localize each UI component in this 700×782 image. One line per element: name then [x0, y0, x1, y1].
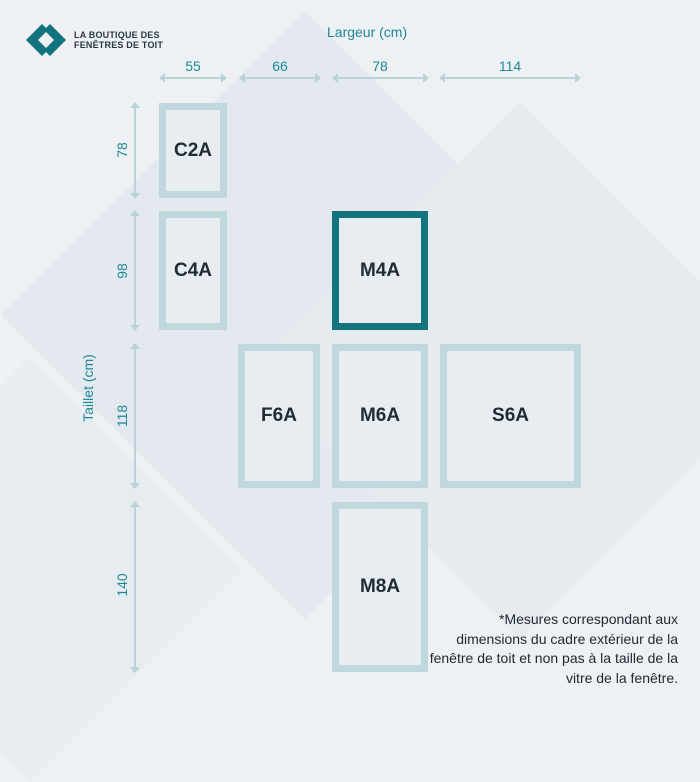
brand-logo[interactable]: LA BOUTIQUE DES FENÊTRES DE TOIT [24, 22, 163, 58]
width-arrow-78 [332, 73, 429, 83]
height-arrow-98 [130, 210, 140, 331]
window-m6a[interactable]: M6A [332, 344, 428, 488]
brand-line-2: FENÊTRES DE TOIT [74, 40, 164, 50]
height-arrow-118 [130, 343, 140, 489]
width-arrow-55 [159, 73, 227, 83]
width-arrow-66 [239, 73, 321, 83]
width-label-78: 78 [372, 58, 388, 74]
height-axis-title: Taillet (cm) [80, 354, 96, 422]
brand-name: LA BOUTIQUE DES FENÊTRES DE TOIT [74, 30, 163, 50]
window-m8a[interactable]: M8A [332, 502, 428, 672]
height-arrow-140 [130, 501, 140, 673]
window-s6a[interactable]: S6A [440, 344, 581, 488]
width-label-66: 66 [272, 58, 288, 74]
window-c4a[interactable]: C4A [159, 211, 227, 330]
width-label-114: 114 [498, 58, 522, 74]
width-label-55: 55 [185, 58, 201, 74]
window-f6a[interactable]: F6A [238, 344, 320, 488]
height-label-140: 140 [114, 573, 130, 597]
width-arrow-114 [439, 73, 581, 83]
window-c2a[interactable]: C2A [159, 103, 227, 198]
height-arrow-78 [130, 102, 140, 199]
measurement-footnote: *Mesures correspondant aux dimensions du… [429, 611, 678, 686]
brand-line-1: LA BOUTIQUE DES [74, 30, 160, 40]
width-axis-title: Largeur (cm) [327, 24, 408, 40]
height-label-98: 98 [114, 263, 130, 279]
window-m4a[interactable]: M4A [332, 211, 428, 330]
height-label-118: 118 [114, 404, 130, 428]
height-label-78: 78 [114, 142, 130, 158]
diamond-logo-icon [26, 24, 66, 56]
